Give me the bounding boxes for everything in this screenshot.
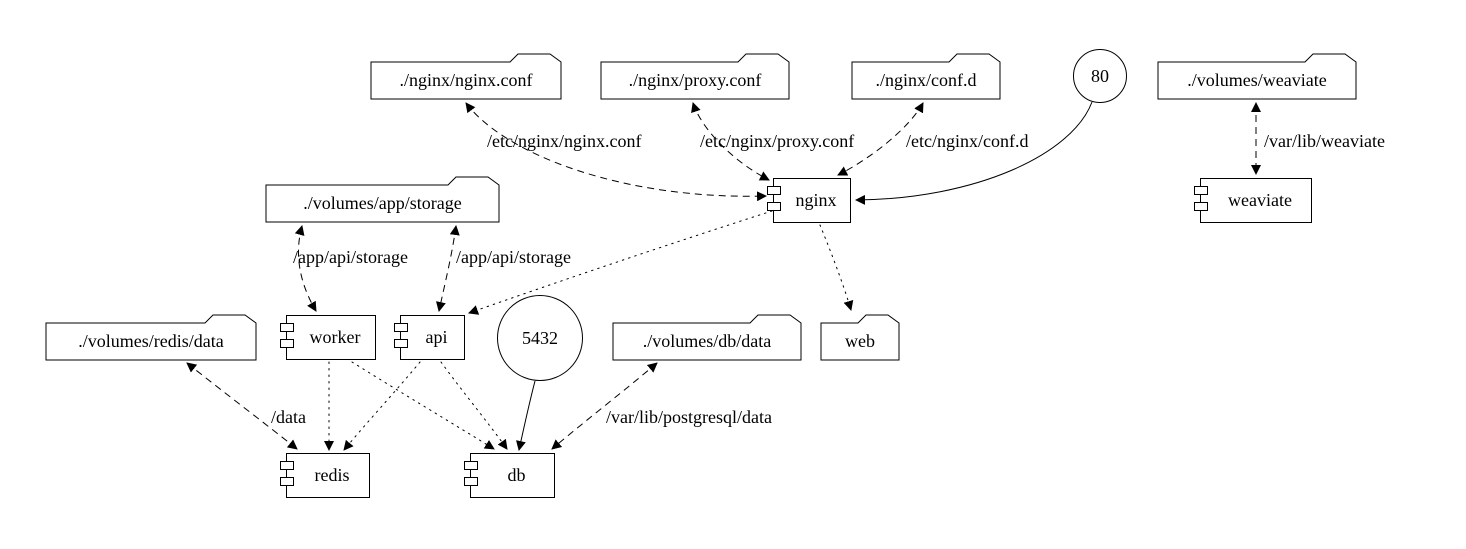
node-label: weaviate: [1228, 190, 1292, 210]
folder-icon: [265, 176, 500, 223]
node-proxy-conf-file: ./nginx/proxy.conf: [600, 53, 790, 100]
edge-label-weaviate-mount: /var/lib/weaviate: [1264, 131, 1385, 151]
component-tab-icon: [280, 323, 294, 332]
node-weaviate: weaviate: [1194, 178, 1312, 223]
node-conf-d-folder: ./nginx/conf.d: [851, 53, 1001, 100]
edge-db-to-db-data: [551, 362, 658, 450]
node-label: nginx: [795, 190, 837, 210]
node-volumes-weaviate: ./volumes/weaviate: [1157, 53, 1357, 100]
component-tab-icon: [394, 323, 408, 332]
component-tab-icon: [280, 461, 294, 470]
edge-nginx-depends-web: [819, 224, 854, 311]
node-nginx-conf-file: ./nginx/nginx.conf: [370, 53, 562, 100]
component-tab-icon: [464, 461, 478, 470]
folder-icon: [600, 53, 790, 100]
edge-nginx-to-conf-d: [837, 102, 924, 176]
edge-api-to-app-storage: [435, 225, 460, 312]
node-port-80: 80: [1073, 49, 1127, 103]
node-label: ./volumes/app/storage: [303, 193, 462, 213]
node-label: ./volumes/weaviate: [1187, 70, 1327, 90]
component-tab-icon: [394, 339, 408, 348]
folder-icon: [1157, 53, 1357, 100]
edge-api-depends-db: [440, 361, 508, 450]
edge-label-api-storage-mount: /app/api/storage: [456, 247, 571, 267]
node-volumes-app-storage: ./volumes/app/storage: [265, 176, 500, 223]
node-volumes-db-data: ./volumes/db/data: [612, 314, 802, 361]
component-tab-icon: [280, 477, 294, 486]
edge-nginx-to-proxy-conf: [691, 102, 770, 181]
node-port-5432: 5432: [497, 295, 583, 381]
node-label: ./nginx/proxy.conf: [628, 70, 762, 90]
edge-label-proxy-conf-mount: /etc/nginx/proxy.conf: [700, 131, 855, 151]
node-label: ./nginx/conf.d: [875, 70, 977, 90]
node-label: worker: [309, 327, 361, 347]
node-label: ./volumes/redis/data: [78, 331, 224, 351]
edge-label-conf-d-mount: /etc/nginx/conf.d: [906, 131, 1029, 151]
edge-redis-to-redis-data: [186, 362, 298, 450]
component-tab-icon: [280, 339, 294, 348]
edge-label-nginx-conf-mount: /etc/nginx/nginx.conf: [487, 131, 642, 151]
node-label: redis: [314, 465, 350, 485]
folder-icon: [612, 314, 802, 361]
folder-icon: [851, 53, 1001, 100]
node-label: ./volumes/db/data: [642, 331, 772, 351]
edge-nginx-depends-api: [468, 210, 773, 315]
edge-port-5432-to-db: [516, 380, 536, 451]
edge-label-redis-data-mount: /data: [271, 407, 306, 427]
node-label: 5432: [522, 327, 558, 348]
edge-worker-to-app-storage: [294, 225, 317, 312]
node-redis: redis: [280, 453, 370, 498]
node-web: web: [820, 314, 900, 361]
component-tab-icon: [1194, 186, 1208, 195]
folder-icon: [820, 314, 900, 361]
node-label: db: [507, 465, 526, 485]
edge-port-80-to-nginx: [855, 101, 1093, 205]
component-tab-icon: [767, 202, 781, 211]
folder-icon: [45, 314, 257, 361]
node-volumes-redis-data: ./volumes/redis/data: [45, 314, 257, 361]
node-label: 80: [1091, 65, 1109, 86]
component-tab-icon: [464, 477, 478, 486]
folder-icon: [370, 53, 562, 100]
component-tab-icon: [1194, 202, 1208, 211]
edge-api-depends-redis: [343, 361, 421, 451]
node-db: db: [464, 453, 555, 498]
node-label: ./nginx/nginx.conf: [399, 70, 533, 90]
component-tab-icon: [767, 186, 781, 195]
node-api: api: [394, 315, 465, 360]
edge-label-worker-storage-mount: /app/api/storage: [293, 247, 408, 267]
edge-nginx-to-nginx-conf: [465, 102, 767, 202]
edge-label-db-data-mount: /var/lib/postgresql/data: [606, 407, 772, 427]
node-label: api: [425, 327, 448, 347]
edge-worker-depends-db: [351, 361, 495, 450]
node-nginx: nginx: [767, 178, 851, 223]
node-label: web: [845, 331, 875, 351]
node-worker: worker: [280, 315, 376, 360]
